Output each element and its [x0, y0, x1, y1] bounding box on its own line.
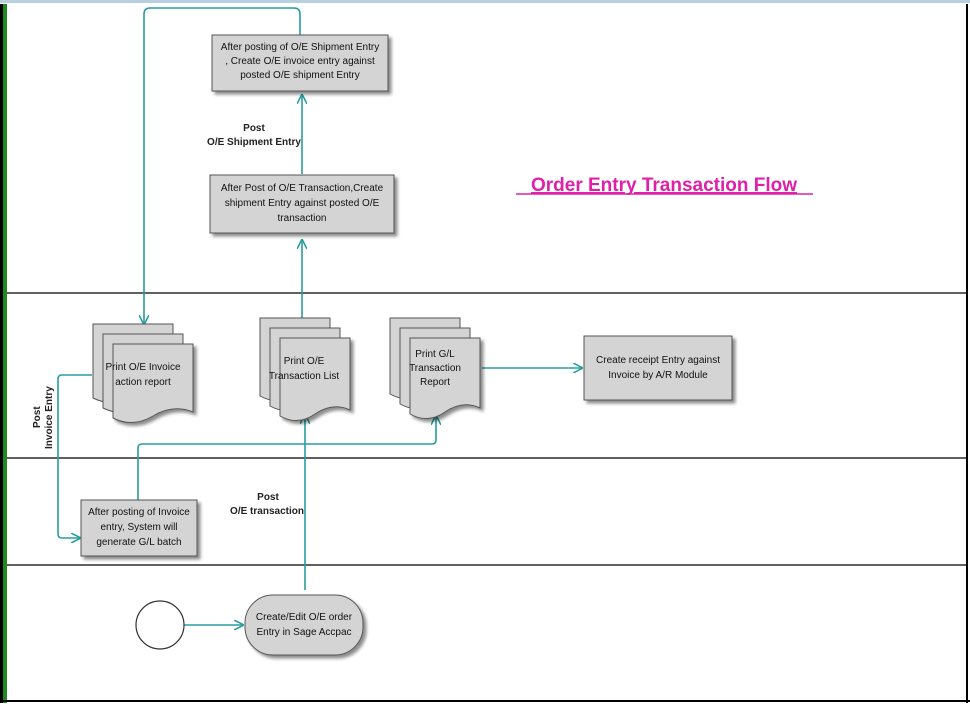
- node-text: After Post of O/E Transaction,Create: [221, 183, 384, 194]
- node-text: After posting of O/E Shipment Entry: [221, 42, 379, 53]
- node-create-edit-order: Create/Edit O/E order Entry in Sage Accp…: [244, 594, 364, 656]
- node-text: Print O/E: [284, 356, 325, 367]
- connectors: [57, 7, 582, 625]
- node-text: After posting of Invoice: [88, 507, 190, 518]
- node-print-gl-report: Print G/L Transaction Report: [389, 317, 481, 419]
- label-post-invoice-1: Post: [32, 406, 43, 428]
- edge-labels: Post O/E Shipment Entry Post O/E transac…: [32, 123, 304, 517]
- node-box: [583, 335, 733, 401]
- node-text: Invoice by A/R Module: [608, 370, 708, 381]
- node-text: entry, System will: [100, 522, 177, 533]
- node-text: , Create O/E invoice entry against: [225, 56, 375, 67]
- node-text: transaction: [278, 213, 327, 224]
- node-text: action report: [115, 377, 171, 388]
- node-invoice-gl-batch: After posting of Invoice entry, System w…: [80, 499, 198, 557]
- node-print-transaction-list: Print O/E Transaction List: [259, 317, 351, 421]
- node-transaction-to-shipment: After Post of O/E Transaction,Create shi…: [209, 174, 395, 234]
- node-box: [211, 34, 389, 92]
- node-create-receipt: Create receipt Entry against Invoice by …: [583, 335, 733, 401]
- node-text: Create/Edit O/E order: [256, 612, 353, 623]
- edge-glbatch-to-glreport: [137, 416, 436, 500]
- start-node: [135, 600, 185, 650]
- diagram-title: Order Entry Transaction Flow: [531, 175, 797, 196]
- node-text: Transaction List: [269, 371, 339, 382]
- doc-layer: [279, 337, 351, 421]
- node-box: [80, 499, 198, 557]
- node-print-invoice-report: Print O/E Invoice action report: [92, 323, 194, 423]
- node-shipment-to-invoice: After posting of O/E Shipment Entry , Cr…: [211, 34, 389, 92]
- node-text: Report: [420, 377, 450, 388]
- node-text: posted O/E shipment Entry: [240, 70, 360, 81]
- node-text: Print G/L: [415, 349, 455, 360]
- left-green-bar: [3, 4, 7, 703]
- node-text: Entry in Sage Accpac: [256, 627, 351, 638]
- node-text: Print O/E Invoice: [105, 362, 180, 373]
- node-text: generate G/L batch: [96, 537, 181, 548]
- node-box: [209, 174, 395, 234]
- edge-report-to-glbatch: [57, 374, 92, 538]
- label-post-shipment-2: O/E Shipment Entry: [207, 137, 301, 148]
- node-text: Create receipt Entry against: [596, 355, 720, 366]
- node-text: shipment Entry against posted O/E: [225, 198, 380, 209]
- label-post-transaction-2: O/E transaction: [230, 506, 304, 517]
- label-post-transaction-1: Post: [257, 492, 279, 503]
- edge-invoice-to-report: [144, 7, 301, 324]
- node-box: [244, 594, 364, 656]
- label-post-shipment-1: Post: [243, 123, 265, 134]
- doc-layer: [409, 337, 481, 419]
- doc-layer: [112, 343, 194, 423]
- label-post-invoice-2: Invoice Entry: [44, 386, 55, 449]
- left-border: [0, 4, 3, 703]
- node-text: Transaction: [409, 363, 461, 374]
